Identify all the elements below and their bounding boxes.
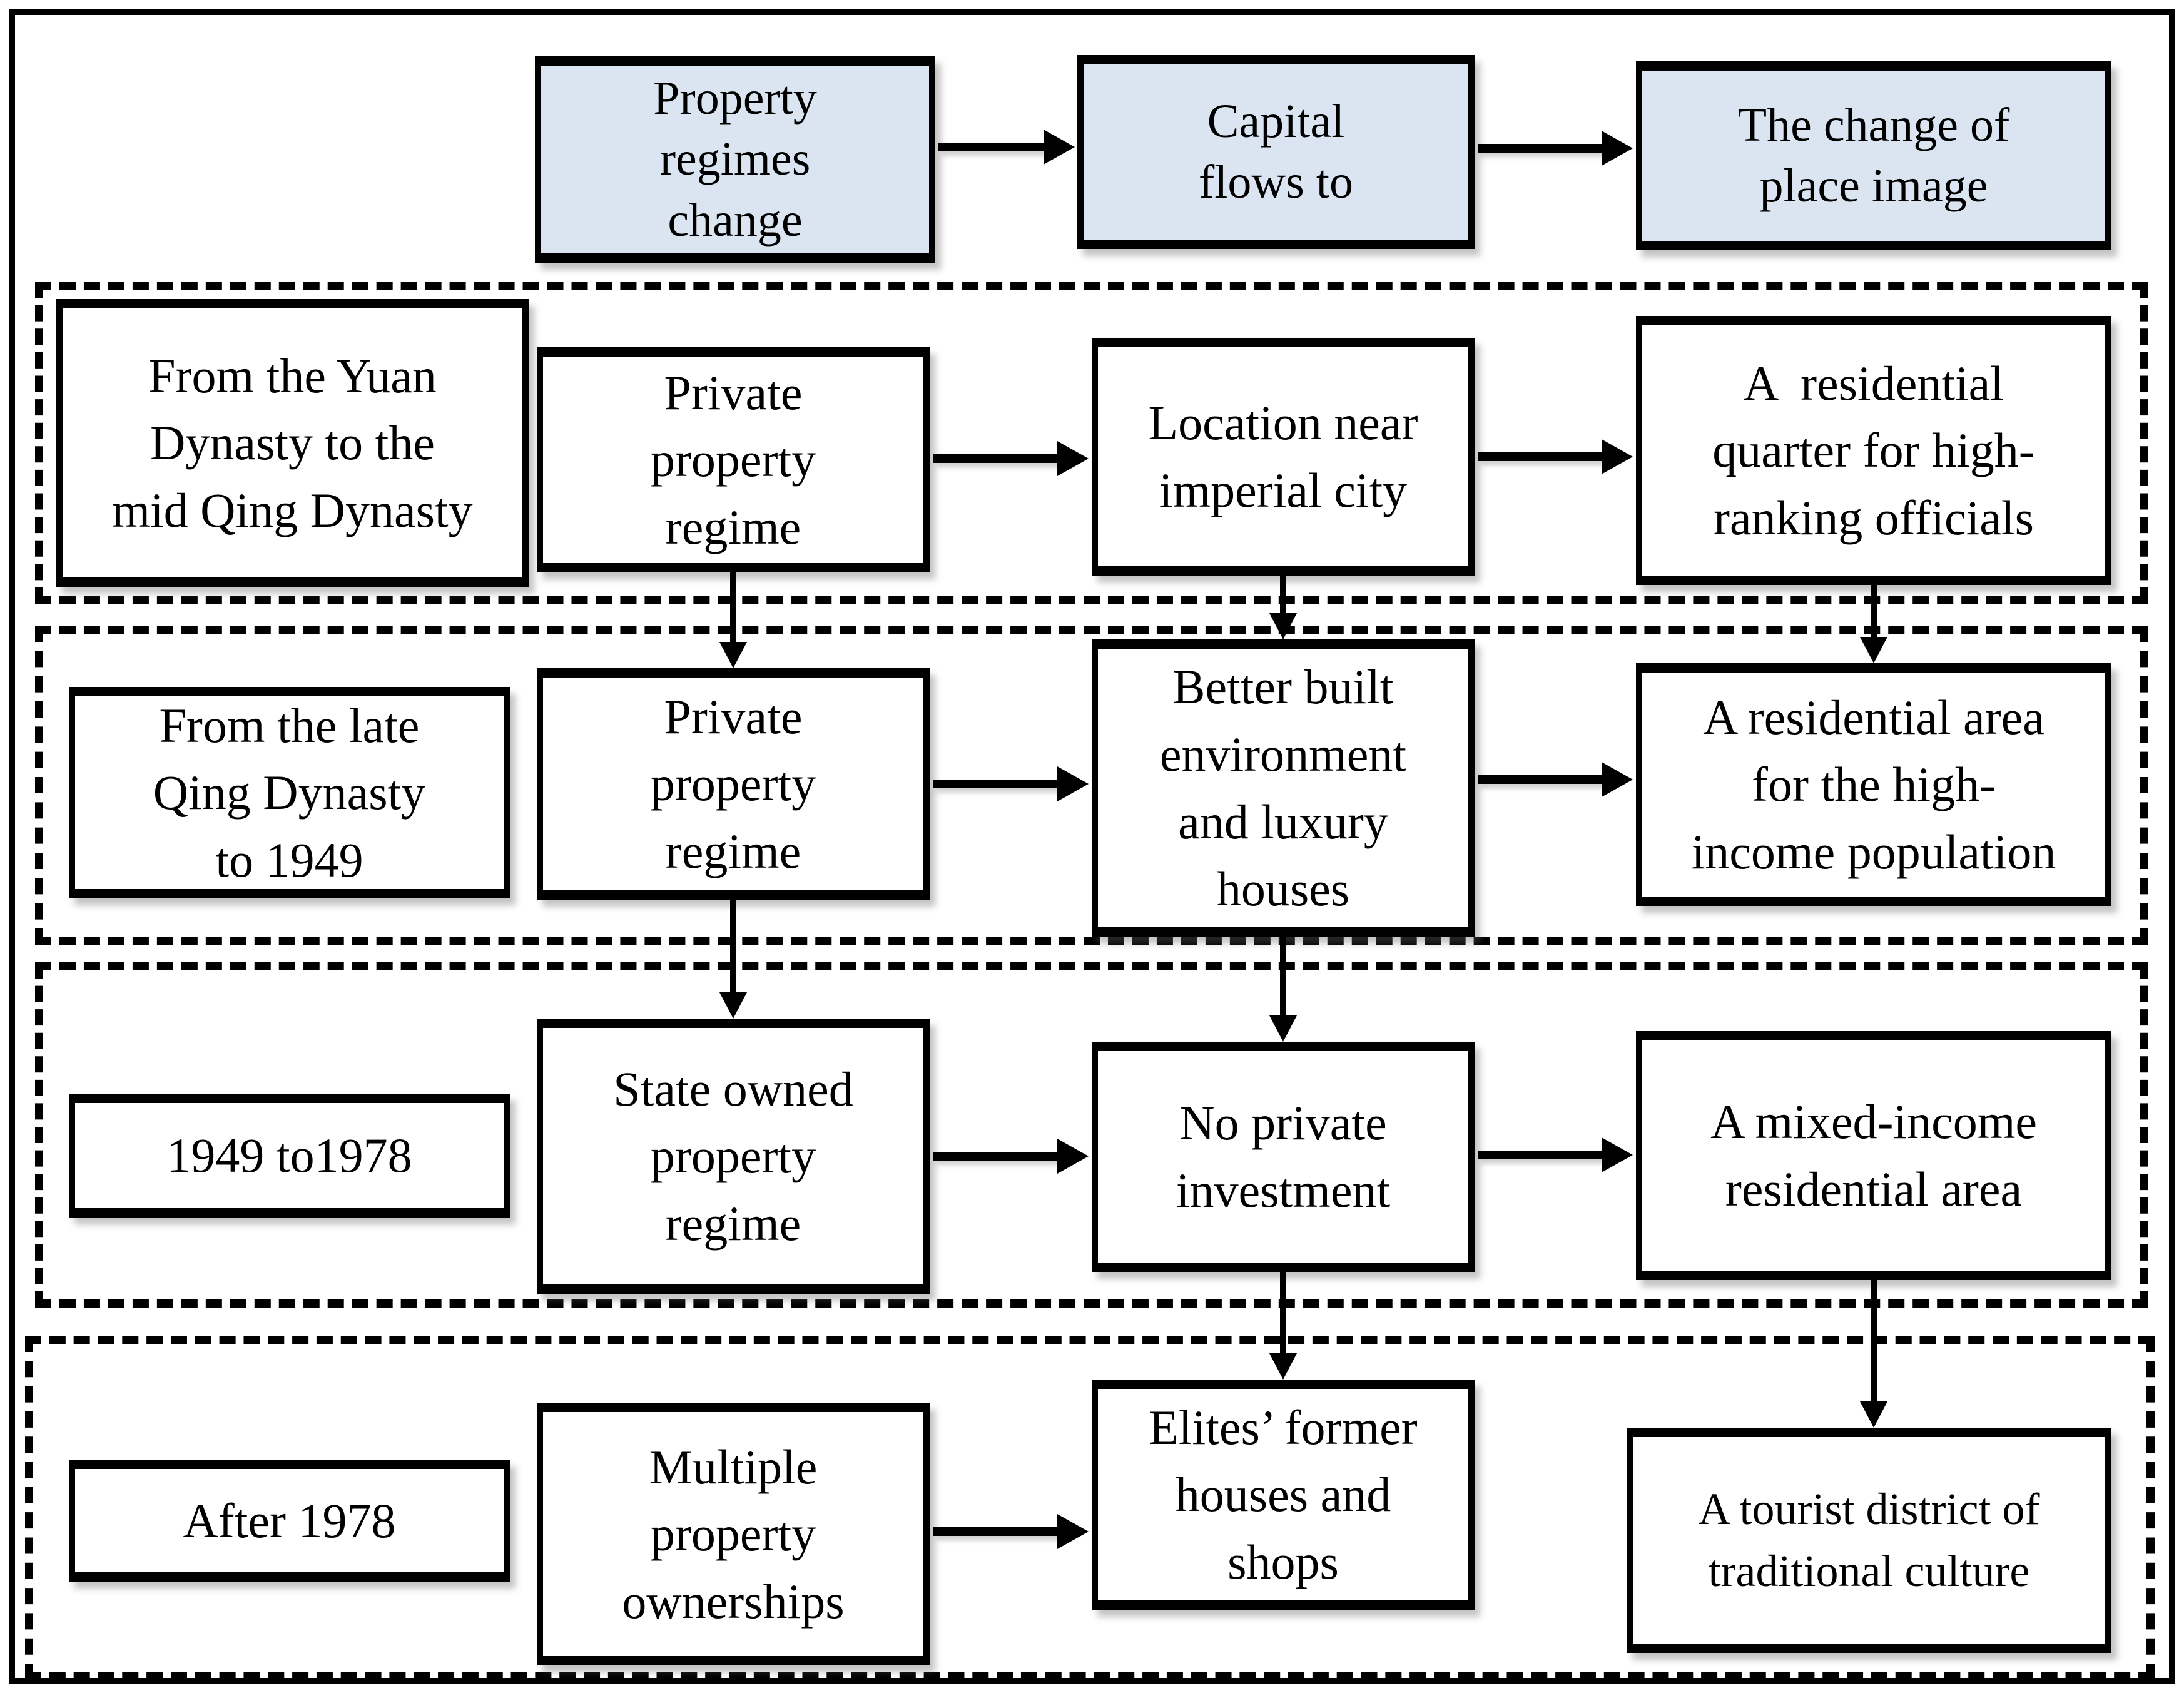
capital-label: No private investment [1176,1096,1391,1218]
arrow-row1-capital-to-image [1478,452,1603,461]
era-section-1949-to-1978 [35,962,2148,1308]
period-box-1949-to-1978: 1949 to1978 [69,1094,510,1218]
varrow-capital-row3-to-row4 [1280,1272,1286,1355]
image-label: A mixed-income residential area [1710,1094,2038,1216]
regime-label: Private property regime [650,365,816,554]
period-label: From the Yuan Dynasty to the mid Qing Dy… [112,348,473,537]
regime-label: Multiple property ownerships [622,1439,845,1629]
header-box-property-regimes-change: Property regimes change [535,56,935,263]
image-box-mixed-income-residential-area: A mixed-income residential area [1636,1031,2111,1280]
header-box-capital-flows-to: Capital flows to [1077,55,1475,249]
varrow-regime-row1-to-row2 [730,572,736,643]
varrow-regime-row2-to-row3 [730,900,736,994]
capital-box-better-built-environment: Better built environment and luxury hous… [1092,639,1475,937]
capital-box-elites-former-houses-shops: Elites’ former houses and shops [1092,1380,1475,1610]
era-section-late-qing-to-1949 [35,626,2148,945]
era-section-yuan-to-mid-qing [35,282,2148,604]
capital-box-location-near-imperial-city: Location near imperial city [1092,338,1475,576]
period-label: After 1978 [183,1493,396,1548]
capital-box-no-private-investment: No private investment [1092,1042,1475,1272]
period-label: 1949 to1978 [166,1128,412,1183]
regime-label: Private property regime [650,689,816,878]
varrow-image-row3-to-row4 [1871,1280,1877,1403]
header-box-change-of-place-image: The change of place image [1636,61,2111,250]
image-label: A residential area for the high- income … [1691,689,2056,879]
period-box-yuan-to-mid-qing: From the Yuan Dynasty to the mid Qing Dy… [56,299,529,587]
header-box-label: Property regimes change [653,72,817,247]
varrow-image-row1-to-row2 [1871,585,1877,638]
arrow-header-regimes-to-capital [938,143,1045,151]
regime-box-private-property-2: Private property regime [537,668,930,900]
varrow-capital-row2-to-row3 [1280,937,1286,1017]
regime-label: State owned property regime [613,1061,853,1251]
capital-label: Location near imperial city [1148,395,1418,517]
regime-box-multiple-property-ownerships: Multiple property ownerships [537,1403,930,1665]
capital-label: Better built environment and luxury hous… [1159,659,1407,917]
varrow-capital-row1-to-row2 [1280,576,1286,614]
arrow-row4-regime-to-capital [933,1527,1059,1536]
era-section-after-1978 [25,1336,2155,1680]
period-box-late-qing-to-1949: From the late Qing Dynasty to 1949 [69,687,510,898]
header-box-label: Capital flows to [1199,94,1353,208]
arrow-header-capital-to-image [1478,144,1603,153]
arrow-row3-regime-to-capital [933,1152,1059,1161]
regime-box-state-owned-property: State owned property regime [537,1019,930,1294]
image-box-residential-quarter-officials: A residential quarter for high- ranking … [1636,316,2111,585]
image-box-residential-area-high-income: A residential area for the high- income … [1636,663,2111,906]
image-box-tourist-district-traditional-culture: A tourist district of traditional cultur… [1627,1428,2111,1653]
header-box-label: The change of place image [1737,98,2010,212]
image-label: A tourist district of traditional cultur… [1698,1483,2040,1596]
arrow-row2-regime-to-capital [933,780,1059,788]
arrow-row1-regime-to-capital [933,454,1059,463]
period-label: From the late Qing Dynasty to 1949 [153,698,426,887]
figure-border [9,9,2175,1684]
regime-box-private-property-1: Private property regime [537,347,930,572]
arrow-row2-capital-to-image [1478,775,1603,784]
image-label: A residential quarter for high- ranking … [1712,355,2035,545]
period-box-after-1978: After 1978 [69,1460,510,1582]
arrow-row3-capital-to-image [1478,1151,1603,1159]
capital-label: Elites’ former houses and shops [1149,1400,1418,1589]
